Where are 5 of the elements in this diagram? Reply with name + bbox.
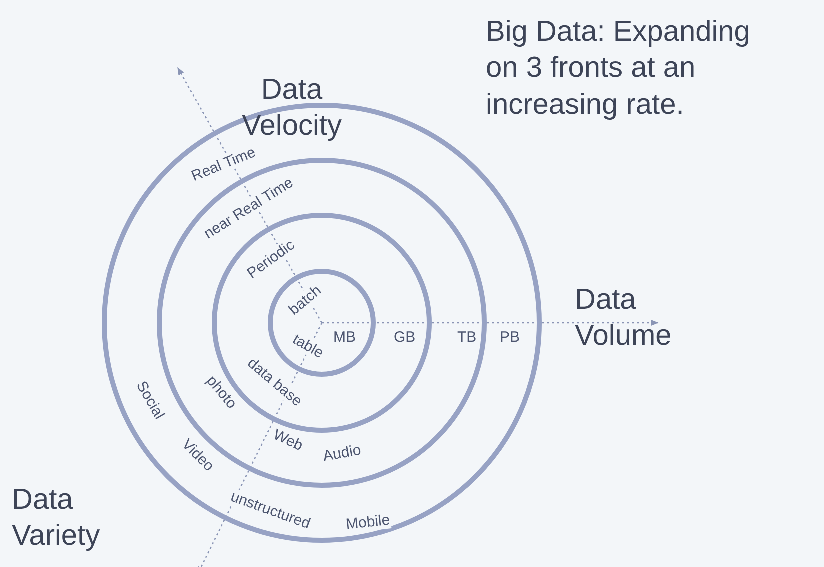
axis-label: Data Volume: [575, 283, 673, 354]
axis-label: Data Variety: [12, 483, 102, 554]
title: Big Data: Expanding on 3 fronts at an increasing rate.: [486, 15, 752, 122]
ring-label: GB: [393, 328, 417, 346]
axis-label: Data Velocity: [241, 73, 343, 144]
